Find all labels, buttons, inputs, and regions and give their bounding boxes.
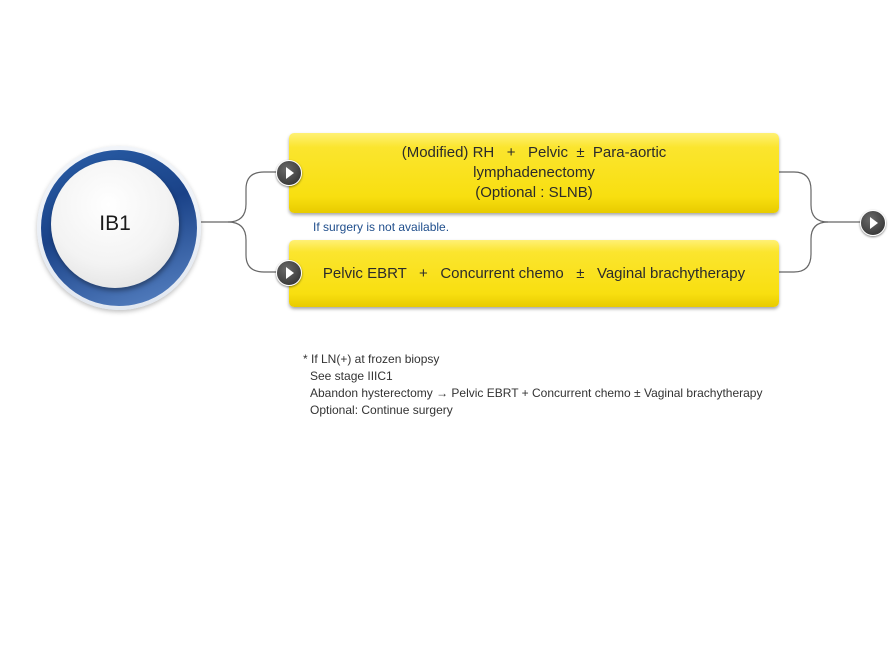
chevron-right-icon — [286, 167, 294, 179]
stage-circle: IB1 — [51, 160, 179, 288]
chevron-right-icon — [870, 217, 878, 229]
option-1-arrow-button[interactable] — [276, 160, 302, 186]
footnote-line-1: * If LN(+) at frozen biopsy — [303, 352, 440, 366]
footnote: * If LN(+) at frozen biopsy See stage II… — [303, 351, 762, 419]
option-2-line-1: Pelvic EBRT + Concurrent chemo ± Vaginal… — [322, 264, 746, 282]
next-step-arrow-button[interactable] — [860, 210, 886, 236]
treatment-option-radiation: Pelvic EBRT + Concurrent chemo ± Vaginal… — [289, 240, 779, 307]
footnote-line-3: Abandon hysterectomy → Pelvic EBRT + Con… — [310, 386, 763, 400]
stage-node: IB1 — [37, 146, 201, 310]
stage-label: IB1 — [99, 212, 131, 235]
treatment-option-surgery: (Modified) RH + Pelvic ± Para-aortic lym… — [289, 133, 779, 213]
option-1-line-2: lymphadenectomy — [473, 164, 595, 181]
chevron-right-icon — [286, 267, 294, 279]
footnote-line-2: See stage IIIC1 — [310, 369, 393, 383]
surgery-unavailable-note: If surgery is not available. — [313, 220, 450, 234]
option-2-arrow-button[interactable] — [276, 260, 302, 286]
footnote-line-4: Optional: Continue surgery — [310, 403, 453, 417]
option-1-line-1: (Modified) RH + Pelvic ± Para-aortic — [401, 144, 667, 161]
option-1-line-3: (Optional : SLNB) — [475, 184, 593, 201]
